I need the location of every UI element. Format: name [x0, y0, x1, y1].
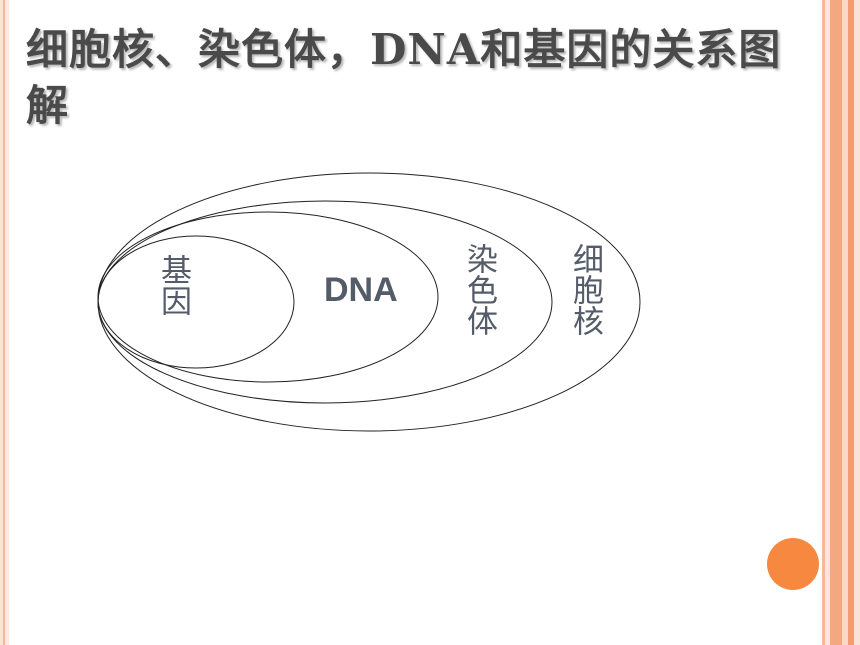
- gene-label: 基因: [155, 254, 191, 316]
- slide-title: 细胞核、染色体，DNA和基因的关系图解: [26, 25, 782, 130]
- gene-ellipse: [97, 235, 295, 369]
- nucleus-label: 细胞核: [567, 243, 603, 336]
- chromosome-label: 染色体: [461, 243, 497, 336]
- orange-accent-dot: [767, 538, 819, 590]
- dna-label: DNA: [324, 271, 398, 309]
- right-decorative-border: [818, 0, 860, 645]
- left-decorative-border: [0, 0, 9, 645]
